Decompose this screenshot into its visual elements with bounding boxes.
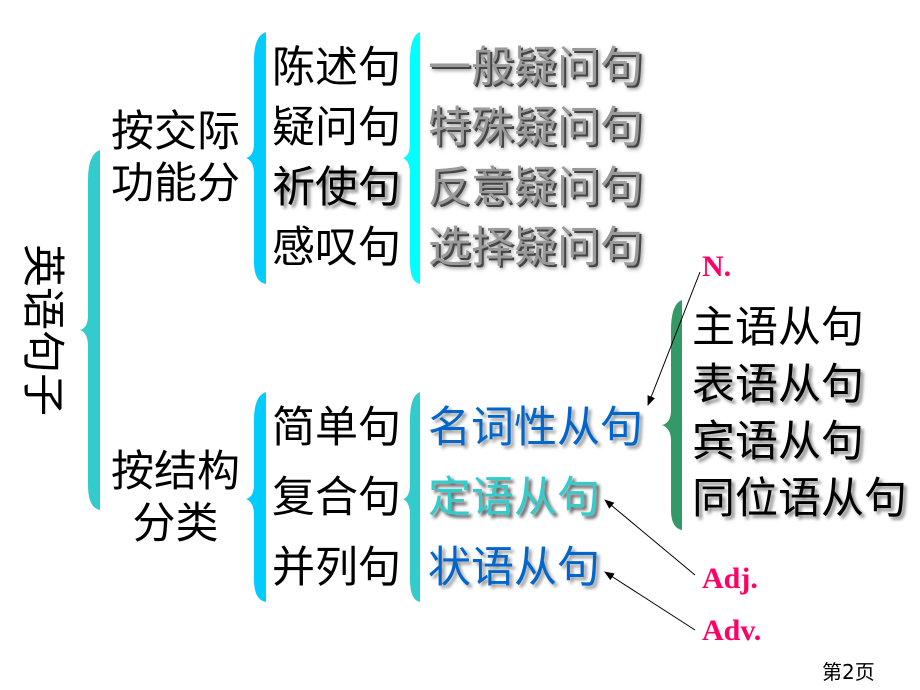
- noun-clause-item: 表语从句: [692, 360, 864, 410]
- brace-structure: [246, 392, 266, 602]
- brace-root: [80, 150, 100, 510]
- by-function-label: 按交际功能分: [111, 107, 240, 209]
- function-item: 疑问句: [272, 103, 401, 153]
- page-number: 第2页: [822, 660, 875, 684]
- question-type: 特殊疑问句: [428, 103, 643, 153]
- question-type: 反意疑问句: [428, 163, 643, 213]
- arrow-adj: [604, 499, 696, 576]
- question-type: 一般疑问句: [428, 43, 643, 93]
- arrow-noun: [647, 271, 701, 406]
- by-structure-label: 按结构分类: [111, 447, 240, 549]
- question-type: 选择疑问句: [428, 223, 643, 273]
- function-item: 感叹句: [272, 223, 401, 273]
- annotation-noun: N.: [702, 250, 732, 283]
- noun-clause-item: 主语从句: [692, 303, 864, 353]
- function-item: 祈使句: [272, 163, 401, 213]
- structure-item: 并列句: [272, 543, 401, 593]
- arrow-adv: [604, 571, 696, 631]
- noun-clause-item: 同位语从句: [692, 474, 907, 524]
- brace-function: [246, 32, 266, 284]
- function-item: 陈述句: [272, 43, 401, 93]
- annotation-adj: Adj.: [702, 562, 758, 595]
- brace-noun-clause: [662, 300, 682, 530]
- annotation-adv: Adv.: [702, 614, 762, 647]
- clause-item: 定语从句: [428, 473, 600, 523]
- clause-item: 状语从句: [428, 543, 600, 593]
- root-label: 英语句子: [17, 244, 67, 416]
- brace-question: [403, 32, 420, 284]
- noun-clause-item: 宾语从句: [692, 417, 864, 467]
- clause-item: 名词性从句: [428, 403, 643, 453]
- brace-complex: [403, 392, 420, 602]
- structure-item: 复合句: [272, 473, 401, 523]
- structure-item: 简单句: [272, 403, 401, 453]
